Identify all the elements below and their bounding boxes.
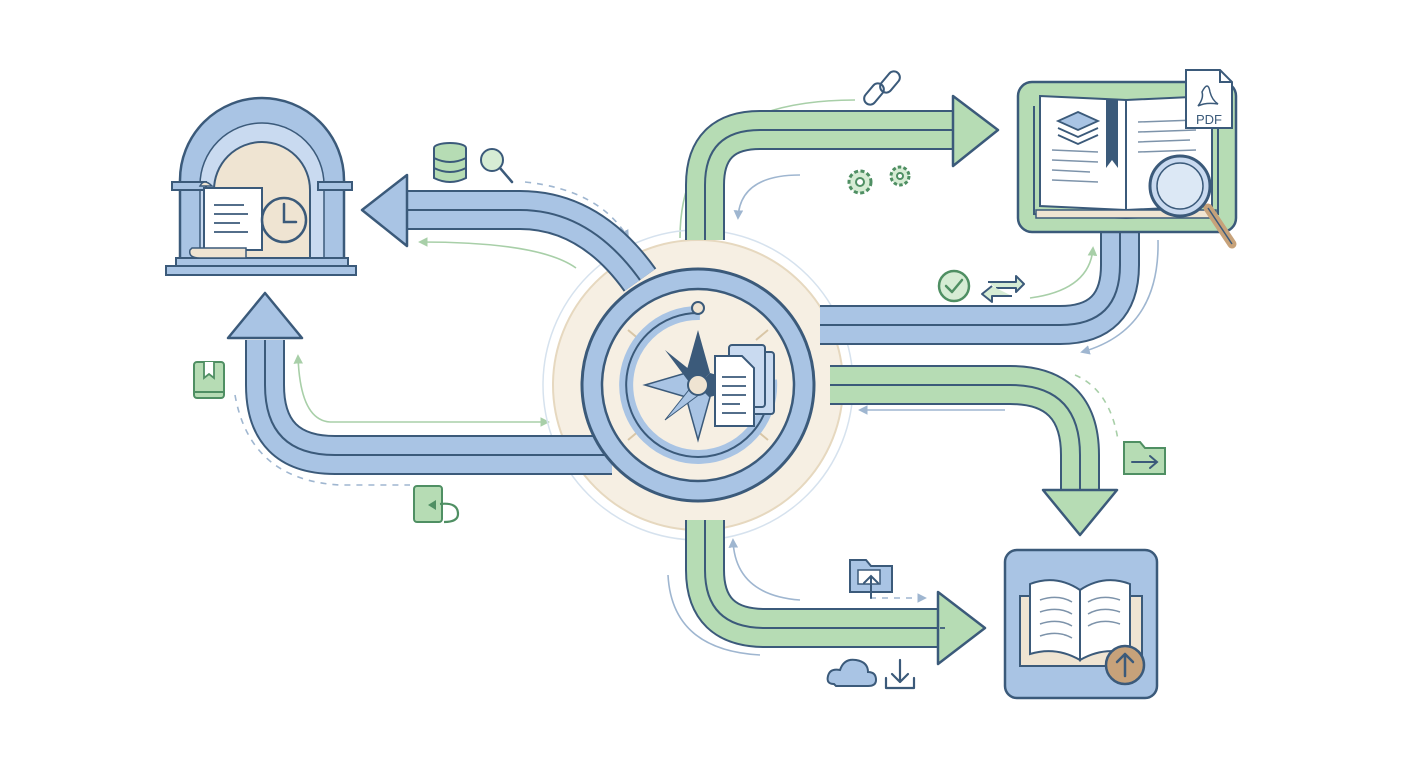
flow-arrow-to-archive-top — [360, 173, 657, 292]
database-icon — [433, 142, 467, 183]
guide-line — [1074, 374, 1119, 441]
archive-node[interactable] — [165, 96, 357, 276]
layers-icon — [1055, 111, 1101, 145]
flow-arrow-to-pdf-library — [685, 94, 1000, 240]
search-icon — [480, 148, 514, 184]
flow-arrow-to-ebook-right — [830, 365, 1119, 537]
guide-line — [1080, 239, 1159, 355]
guide-line — [667, 574, 761, 656]
pdf-file-icon: PDF — [1185, 69, 1233, 129]
pdf-badge-label: PDF — [1196, 112, 1222, 127]
download-icon — [884, 658, 916, 690]
cloud-icon — [826, 658, 878, 687]
book-return-icon — [413, 485, 460, 524]
sync-arrows-icon — [981, 275, 1025, 303]
check-circle-icon — [937, 269, 971, 303]
guide-line — [1029, 246, 1098, 299]
lane-dashes — [480, 324, 945, 629]
flow-arrow-from-pdf-library — [820, 230, 1140, 345]
gears-icon — [847, 165, 911, 195]
guide-line — [418, 237, 577, 269]
hub-dial-ticks — [627, 329, 769, 441]
flow-arrow-to-ebook-bottom — [685, 520, 987, 666]
guide-line — [293, 354, 331, 423]
link-icon — [863, 70, 901, 106]
clock-icon — [260, 196, 308, 244]
bookmark-book-icon — [193, 361, 225, 399]
flow-arrow-to-archive-bottom — [226, 291, 612, 475]
scroll-document-icon — [188, 181, 263, 259]
documents-stack-icon — [714, 344, 775, 427]
pdf-library-node[interactable]: PDF — [1016, 69, 1238, 249]
magnifier-icon — [1148, 154, 1237, 249]
hub-node[interactable] — [580, 267, 816, 503]
upload-circle-icon — [1104, 644, 1146, 686]
guide-line — [733, 174, 801, 220]
ebook-upload-node[interactable] — [1003, 548, 1159, 700]
folder-export-icon — [1123, 441, 1166, 475]
guide-line — [524, 181, 629, 240]
folder-upload-icon — [849, 559, 893, 599]
guide-line — [728, 538, 801, 601]
